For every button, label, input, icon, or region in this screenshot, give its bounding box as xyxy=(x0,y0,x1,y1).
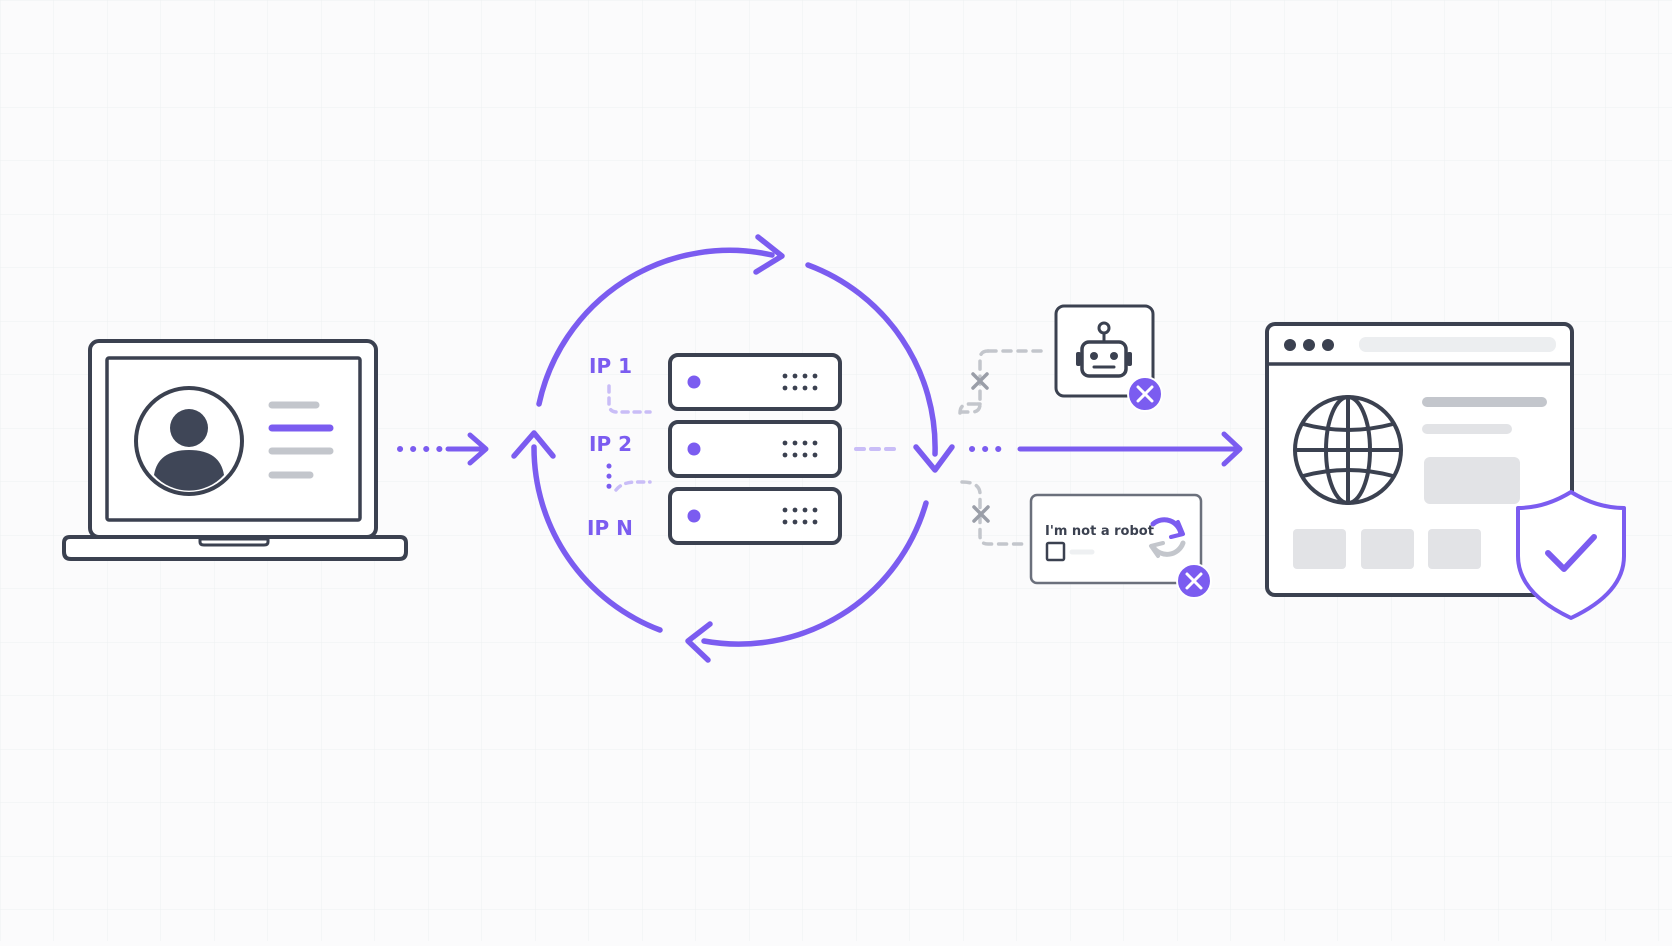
rotation-arc-top xyxy=(536,247,775,407)
captcha-card: I'm not a robot xyxy=(1029,493,1212,599)
proxy-to-website-arrow xyxy=(969,431,1243,467)
ip-label-n: IP N xyxy=(587,516,633,540)
client-to-proxy-arrow xyxy=(397,432,489,466)
server-unit-3 xyxy=(668,487,842,545)
rotation-arc-right xyxy=(805,262,938,457)
rotation-arrowhead-top xyxy=(753,234,785,275)
bot-detection-card xyxy=(1054,304,1163,412)
rotation-arc-left xyxy=(531,444,663,633)
rotation-cycle xyxy=(511,234,955,663)
ip-label-1: IP 1 xyxy=(589,354,632,378)
blocked-branch-top xyxy=(958,349,1048,415)
user-avatar-icon xyxy=(134,386,244,496)
refresh-icon xyxy=(1149,517,1186,558)
robot-icon xyxy=(1076,321,1132,378)
address-bar xyxy=(1359,337,1556,352)
content-placeholders xyxy=(1293,397,1547,569)
ip-label-2: IP 2 xyxy=(589,432,632,456)
captcha-checkbox xyxy=(1045,541,1066,562)
server-unit-2 xyxy=(668,420,842,478)
rotation-arc-bottom xyxy=(701,500,929,647)
window-controls xyxy=(1284,339,1334,351)
rotation-arrowhead-bottom xyxy=(685,621,713,663)
rotation-arrowhead-right xyxy=(913,444,955,473)
profile-text-lines xyxy=(268,401,334,479)
blocked-x-icon-bottom xyxy=(972,505,990,523)
globe-icon xyxy=(1293,395,1403,505)
captcha-label: I'm not a robot xyxy=(1045,524,1154,539)
ip-connectors xyxy=(606,384,652,499)
rotation-arrowhead-left xyxy=(511,430,556,459)
target-website-window xyxy=(1265,322,1626,620)
laptop-base xyxy=(62,535,408,561)
ip-address-labels: IP 1 IP 2 IP N xyxy=(587,354,633,540)
laptop-trackpad-notch xyxy=(198,537,270,547)
close-circle-icon xyxy=(1127,376,1163,412)
laptop-client xyxy=(62,339,408,561)
shield-check-icon xyxy=(1516,490,1626,620)
server-stack-icon xyxy=(668,353,842,545)
close-circle-icon xyxy=(1176,563,1212,599)
browser-frame xyxy=(1265,322,1574,597)
blocked-x-icon-top xyxy=(971,372,989,390)
blocked-branch-bottom xyxy=(960,480,1030,546)
server-unit-1 xyxy=(668,353,842,411)
